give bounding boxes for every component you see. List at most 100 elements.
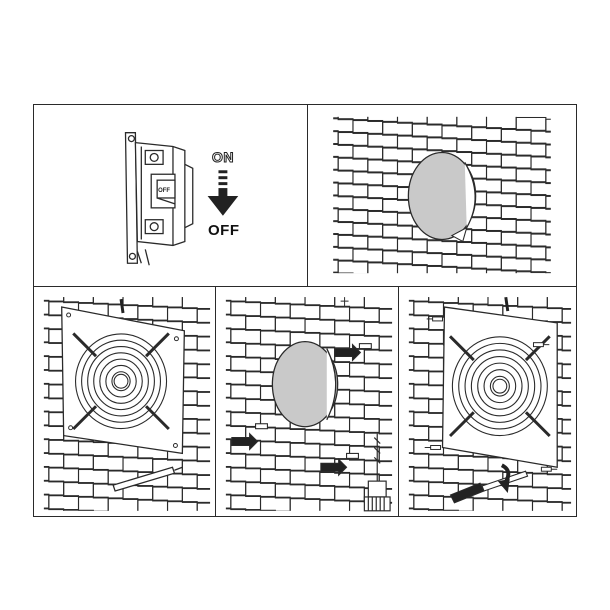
brick: [408, 508, 430, 511]
brick: [382, 224, 413, 239]
brick: [545, 118, 551, 133]
brick: [334, 375, 365, 391]
brick: [225, 465, 232, 481]
brick: [530, 182, 551, 197]
brick: [308, 143, 323, 156]
brick: [245, 343, 276, 359]
brick: [337, 183, 369, 198]
brick: [334, 486, 365, 502]
brick: [245, 371, 276, 387]
down-arrow-icon: [207, 170, 239, 216]
brick: [518, 515, 548, 516]
brick: [545, 170, 551, 185]
brick: [289, 498, 321, 511]
brick: [43, 465, 50, 481]
brick: [181, 297, 211, 310]
brick: [181, 349, 211, 365]
brick: [408, 369, 430, 385]
brick: [107, 498, 139, 511]
brick: [382, 250, 413, 265]
brick: [471, 229, 502, 244]
brick: [274, 455, 306, 471]
brick: [457, 455, 489, 471]
brick: [408, 299, 415, 315]
brick: [456, 267, 488, 274]
fan-grill-ring: [458, 342, 542, 430]
brick: [485, 218, 517, 232]
brick: [304, 485, 336, 500]
brick: [43, 438, 50, 454]
brick: [515, 168, 547, 183]
brick: [77, 441, 109, 457]
brick: [408, 382, 415, 398]
brick: [63, 509, 94, 511]
brick: [304, 429, 336, 445]
brick: [274, 317, 306, 333]
brick: [230, 495, 262, 511]
brick: [530, 156, 551, 171]
brick: [337, 260, 369, 274]
brick: [43, 493, 50, 509]
brick: [245, 297, 276, 304]
brick: [456, 116, 488, 128]
brick: [259, 302, 291, 318]
brick: [275, 512, 305, 516]
brick: [245, 454, 276, 470]
step-2-wall-opening-panel: [307, 104, 577, 287]
brick: [181, 460, 211, 476]
brick: [378, 419, 393, 435]
brick: [408, 465, 415, 481]
brick: [333, 169, 354, 184]
brick: [308, 246, 323, 259]
brick: [225, 297, 247, 302]
brick: [408, 452, 430, 468]
brick: [337, 157, 369, 172]
brick: [561, 447, 572, 463]
brick: [166, 473, 198, 489]
brick: [367, 159, 399, 174]
brick: [426, 265, 458, 274]
brick: [426, 240, 458, 255]
brick: [457, 297, 489, 305]
brick: [319, 333, 351, 349]
fan-grill-ring: [93, 352, 149, 411]
brick: [485, 243, 517, 258]
brick: [43, 299, 50, 315]
brick: [333, 116, 339, 119]
brick: [408, 314, 430, 330]
brick: [500, 128, 532, 143]
brick: [196, 419, 211, 435]
brick: [413, 301, 445, 317]
brick: [259, 330, 291, 346]
fan-mount-arm: [72, 405, 98, 431]
brick: [396, 116, 428, 124]
brick-wall-icon: [408, 296, 572, 516]
brick: [333, 258, 339, 273]
brick: [289, 442, 321, 458]
brick: [352, 145, 384, 160]
brick: [517, 486, 548, 502]
brick: [413, 356, 445, 372]
brick: [225, 480, 247, 496]
brick: [334, 431, 365, 447]
brick: [367, 116, 399, 122]
brick: [122, 297, 154, 307]
fan-mount-arm: [145, 332, 170, 358]
brick: [122, 457, 154, 473]
brick: [408, 425, 430, 441]
brick: [426, 137, 458, 152]
brick: [93, 512, 123, 516]
brick: [367, 262, 399, 274]
brick: [308, 220, 323, 233]
brick: [259, 441, 291, 457]
fan-mount-arm: [145, 405, 170, 431]
brick: [561, 236, 576, 249]
brick: [363, 321, 393, 337]
brick: [333, 207, 339, 222]
brick: [396, 264, 428, 274]
brick: [259, 496, 291, 511]
brick: [471, 127, 502, 142]
brick: [413, 412, 445, 428]
brick: [442, 468, 474, 484]
brick: [408, 342, 430, 358]
